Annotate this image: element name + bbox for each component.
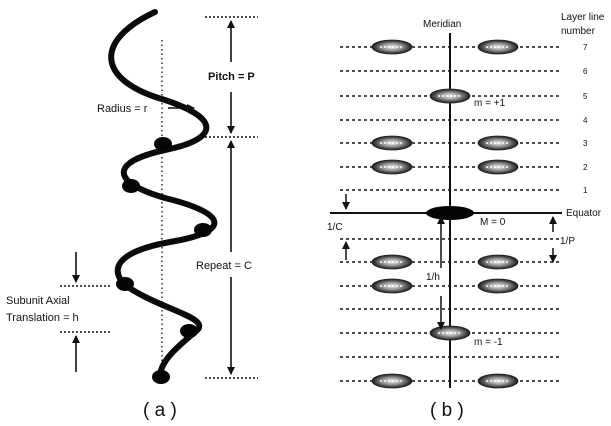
spot	[477, 159, 519, 175]
meridian-label: Meridian	[423, 19, 461, 30]
spot	[371, 135, 413, 151]
panel-b-caption: ( b )	[430, 400, 464, 421]
layer-number-4: 4	[583, 116, 588, 125]
layer-header-line2: number	[561, 26, 596, 37]
spot	[477, 39, 519, 55]
layer-number-7: 7	[583, 43, 588, 52]
spot	[429, 325, 471, 341]
m-minus-label: m = -1	[474, 337, 503, 348]
spot	[477, 254, 519, 270]
spot	[477, 278, 519, 294]
spot	[371, 159, 413, 175]
panel-a-caption: ( a )	[143, 400, 177, 421]
panel-a: Pitch = P Radius = r Repeat = C Subunit …	[6, 9, 258, 421]
inv-h-label: 1/h	[426, 272, 440, 283]
diffraction-spots	[371, 39, 519, 389]
m-plus-label: m = +1	[474, 98, 506, 109]
layer-number-1: 1	[583, 186, 588, 195]
subunit-dot	[180, 324, 198, 338]
panel-b: Meridian Equator Layer line number 7 6 5…	[327, 12, 605, 421]
layer-number-6: 6	[583, 67, 588, 76]
m-zero-label: M = 0	[480, 217, 506, 228]
spot	[477, 135, 519, 151]
subunit-dot	[154, 137, 172, 151]
pitch-label: Pitch = P	[208, 71, 255, 83]
layer-number-2: 2	[583, 163, 588, 172]
helix-strand	[108, 9, 218, 380]
spot	[371, 39, 413, 55]
spot	[371, 254, 413, 270]
subunit-dot	[116, 277, 134, 291]
repeat-label: Repeat = C	[196, 260, 252, 272]
spot	[429, 88, 471, 104]
spot	[371, 373, 413, 389]
layer-number-3: 3	[583, 139, 588, 148]
equator-label: Equator	[566, 208, 602, 219]
layer-header-line1: Layer line	[561, 12, 605, 23]
radius-label: Radius = r	[97, 103, 148, 115]
subunit-dot	[122, 179, 140, 193]
spot	[477, 373, 519, 389]
subunit-dot	[194, 223, 212, 237]
subunit-label-line1: Subunit Axial	[6, 295, 70, 307]
subunit-label-line2: Translation = h	[6, 312, 79, 324]
inv-c-label: 1/C	[327, 222, 343, 233]
subunit-dot	[152, 370, 170, 384]
equator-spot	[426, 206, 474, 220]
spot	[371, 278, 413, 294]
layer-number-5: 5	[583, 92, 588, 101]
inv-p-label: 1/P	[560, 236, 575, 247]
